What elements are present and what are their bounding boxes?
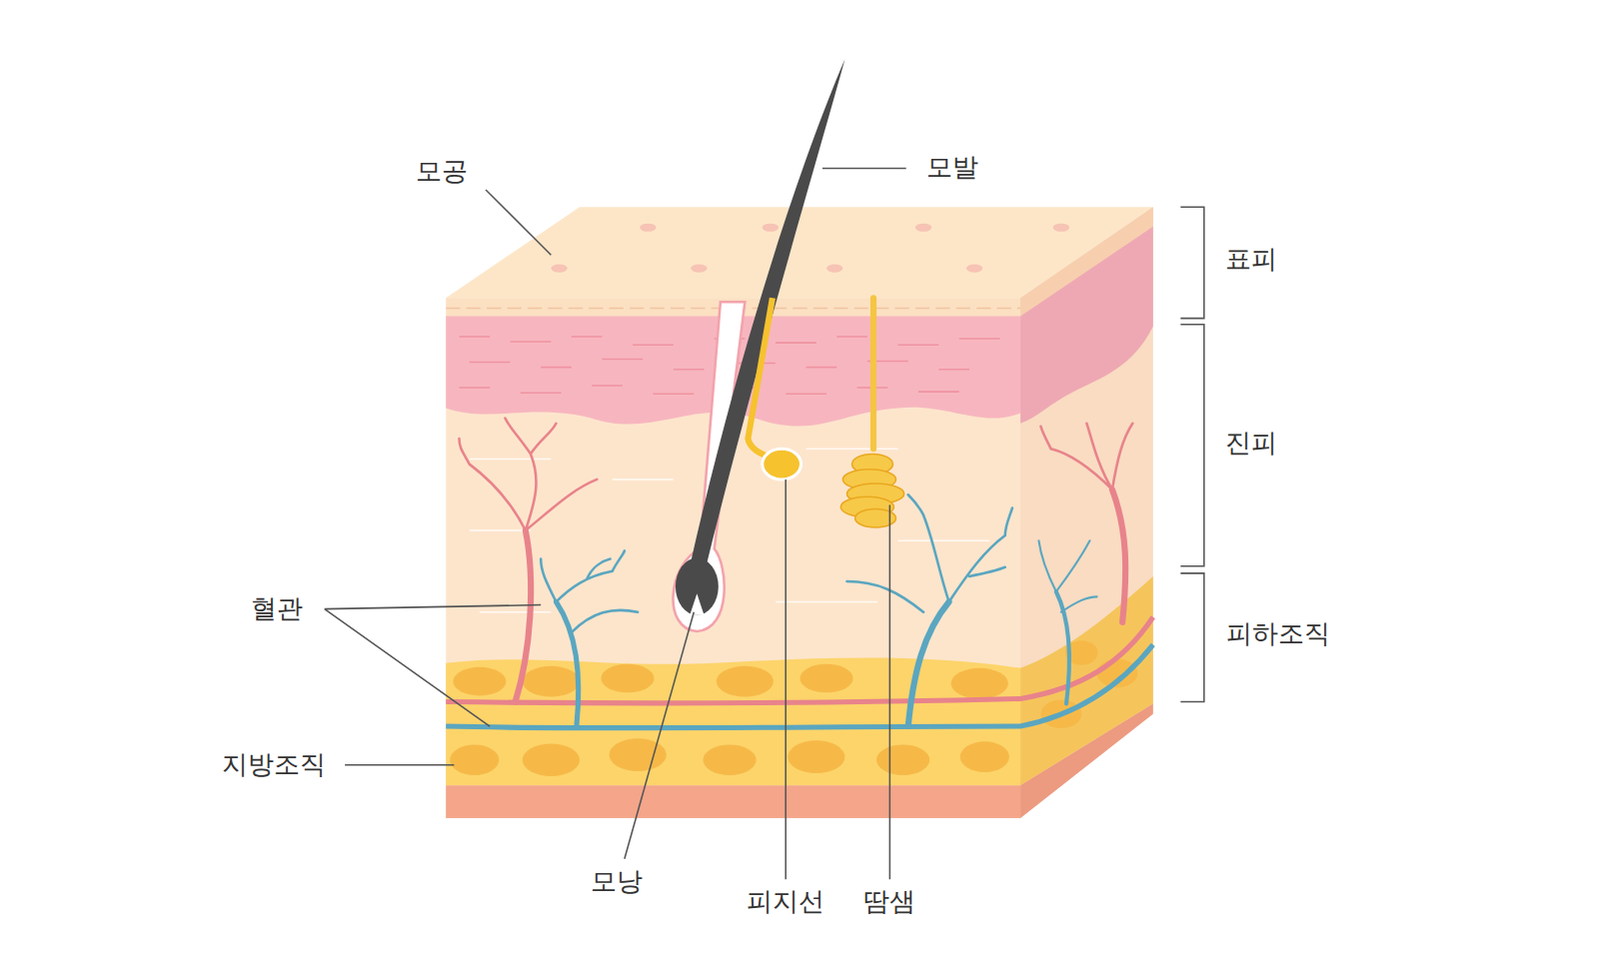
follicle-label: 모낭 [590,867,643,899]
sweat-gland-label: 땀샘 [863,886,916,918]
sebaceous-label: 피지선 [746,886,825,918]
fat-label: 지방조직 [221,749,326,781]
pore-label: 모공 [415,155,468,187]
hair-label: 모발 [926,152,979,184]
dermis-label: 진피 [1225,428,1278,460]
vessel-label: 혈관 [250,593,303,625]
subcutis-label: 피하조직 [1226,618,1331,650]
epidermis-label: 표피 [1225,244,1278,276]
